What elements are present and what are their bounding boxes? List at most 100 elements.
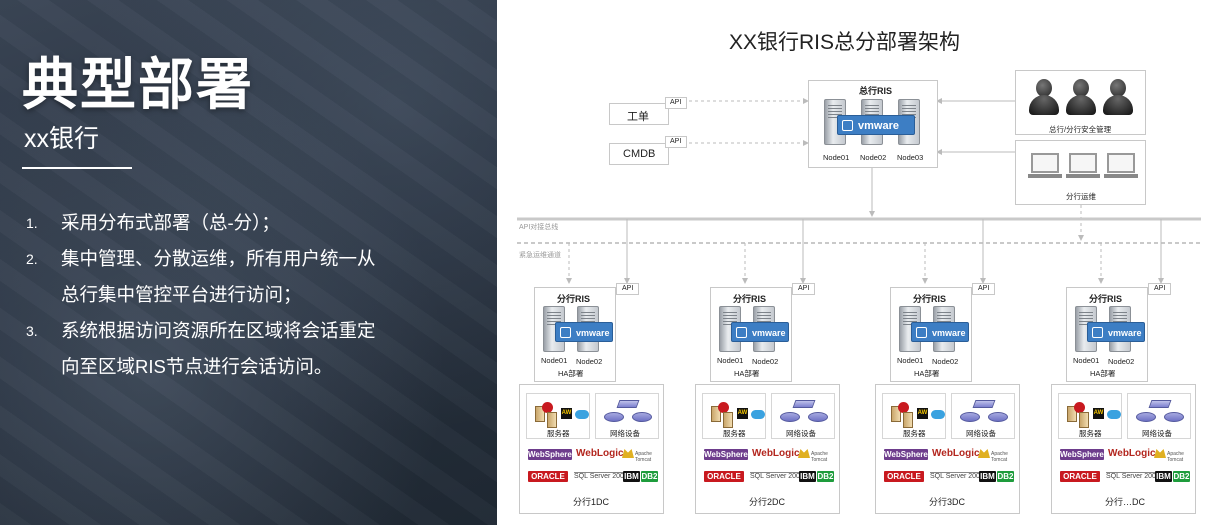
api-tag-label: API	[670, 138, 682, 145]
branch-ops-box: 分行运维	[1015, 140, 1146, 205]
background-photo	[0, 0, 497, 525]
network-card: 网络设备	[595, 393, 659, 439]
vmware-label: vmware	[932, 328, 966, 338]
architecture-diagram: XX银行RIS总分部署架构 工单 API CMDB API 总行RIS vmwa…	[497, 0, 1207, 525]
cloud-icon	[751, 410, 765, 419]
api-tag: API	[1148, 283, 1171, 295]
oracle-logo: ORACLE	[528, 471, 568, 482]
cloud-icon	[575, 410, 589, 419]
db2-logo: DB2	[1173, 471, 1190, 482]
router-icon	[1164, 412, 1184, 422]
page-title: 典型部署	[22, 53, 254, 118]
servers-label: 服务器	[903, 429, 926, 438]
point-number: 3.	[26, 323, 38, 339]
laptop-icon	[1066, 153, 1100, 181]
api-tag: API	[616, 283, 639, 295]
api-bus-label: API对接总线	[519, 224, 559, 231]
vmware-icon	[560, 327, 571, 338]
vmware-label: vmware	[576, 328, 610, 338]
oracle-logo: ORACLE	[1060, 471, 1100, 482]
intro-panel: 典型部署 xx银行 1. 采用分布式部署（总-分）； 2. 集中管理、分散运维，…	[0, 0, 497, 525]
node-label: Node02	[932, 357, 959, 366]
weblogic-logo: WebLogic	[752, 448, 800, 459]
hq-ris-label: 总行RIS	[859, 86, 893, 96]
api-tag: API	[665, 136, 687, 148]
vmware-label: vmware	[858, 120, 899, 132]
point-number: 1.	[26, 215, 38, 231]
redhat-icon	[542, 402, 553, 413]
diagram-title: XX银行RIS总分部署架构	[729, 31, 961, 54]
branch-ris-box: 分行RIS vmware Node01 Node02 HA部署	[890, 287, 972, 382]
switch-icon	[616, 400, 640, 408]
api-tag-label: API	[622, 285, 634, 292]
node-label: Node03	[897, 153, 924, 162]
network-label: 网络设备	[610, 429, 640, 438]
ibm-logo: IBM	[979, 471, 996, 482]
key-point: 2. 集中管理、分散运维，所有用户统一从 总行集中管控平台进行访问；	[26, 241, 446, 313]
ha-label: HA部署	[1090, 369, 1116, 378]
server-icon	[1079, 412, 1089, 428]
security-mgmt-label: 总行/分行安全管理	[1049, 125, 1112, 134]
cmdb-label: CMDB	[623, 148, 656, 160]
sqlserver-logo: SQL Server 2008	[930, 472, 984, 480]
db2-logo: DB2	[997, 471, 1014, 482]
point-line: 采用分布式部署（总-分）；	[61, 212, 280, 233]
branch-ris-label: 分行RIS	[733, 294, 767, 304]
weblogic-logo: WebLogic	[932, 448, 980, 459]
api-tag: API	[972, 283, 995, 295]
sqlserver-logo: SQL Server 2008	[1106, 472, 1160, 480]
servers-label: 服务器	[547, 429, 570, 438]
tomcat-logo: Apache Tomcat	[635, 451, 663, 463]
node-label: Node01	[541, 356, 568, 365]
aw-icon: AW	[1093, 408, 1104, 419]
router-icon	[632, 412, 652, 422]
websphere-logo: WebSphere.	[884, 449, 931, 460]
ticket-system-box: 工单	[609, 103, 669, 125]
cmdb-box: CMDB	[609, 143, 669, 165]
branch-dc-box: AW 服务器 网络设备 WebSphere. WebLogic Apache T…	[875, 384, 1020, 514]
node-label: Node02	[752, 357, 779, 366]
servers-card: AW 服务器	[1058, 393, 1122, 439]
dc-label: 分行…DC	[1105, 497, 1145, 507]
branch-ris-label: 分行RIS	[913, 294, 947, 304]
tomcat-logo: Apache Tomcat	[811, 451, 839, 463]
servers-card: AW 服务器	[526, 393, 590, 439]
ibm-logo: IBM	[623, 471, 640, 482]
node-label: Node01	[823, 153, 850, 162]
switch-icon	[792, 400, 816, 408]
weblogic-logo: WebLogic	[576, 448, 624, 459]
api-tag-label: API	[978, 285, 990, 292]
vmware-icon	[1092, 327, 1103, 338]
dc-label: 分行1DC	[573, 497, 610, 507]
api-tag: API	[665, 97, 687, 109]
redhat-icon	[1074, 402, 1085, 413]
vmware-badge: vmware	[731, 322, 789, 342]
cloud-icon	[1107, 410, 1121, 419]
switch-icon	[1148, 400, 1172, 408]
branch-dc-box: AW 服务器 网络设备 WebSphere. WebLogic Apache T…	[1051, 384, 1196, 514]
router-icon	[960, 412, 980, 422]
dc-label: 分行3DC	[929, 497, 966, 507]
page-subtitle: xx银行	[24, 125, 100, 153]
point-line: 总行集中管控平台进行访问；	[61, 284, 302, 305]
router-icon	[808, 412, 828, 422]
tomcat-logo: Apache Tomcat	[991, 451, 1019, 463]
hq-ris-box: 总行RIS vmware Node01 Node02 Node03	[808, 80, 938, 168]
branch-ops-label: 分行运维	[1066, 192, 1096, 201]
servers-label: 服务器	[723, 429, 746, 438]
security-mgmt-box: 总行/分行安全管理	[1015, 70, 1146, 135]
redhat-icon	[718, 402, 729, 413]
point-line: 系统根据访问资源所在区域将会话重定	[61, 320, 376, 341]
vmware-label: vmware	[1108, 328, 1142, 338]
network-card: 网络设备	[1127, 393, 1191, 439]
weblogic-logo: WebLogic	[1108, 448, 1156, 459]
api-tag-label: API	[670, 99, 682, 106]
cloud-icon	[931, 410, 945, 419]
branch-ris-box: 分行RIS vmware Node01 Node02 HA部署	[710, 287, 792, 382]
node-label: Node01	[897, 356, 924, 365]
user-icon	[1103, 79, 1133, 115]
sqlserver-logo: SQL Server 2008	[750, 472, 804, 480]
ibm-logo: IBM	[799, 471, 816, 482]
network-label: 网络设备	[1142, 429, 1172, 438]
server-icon	[1067, 406, 1077, 422]
